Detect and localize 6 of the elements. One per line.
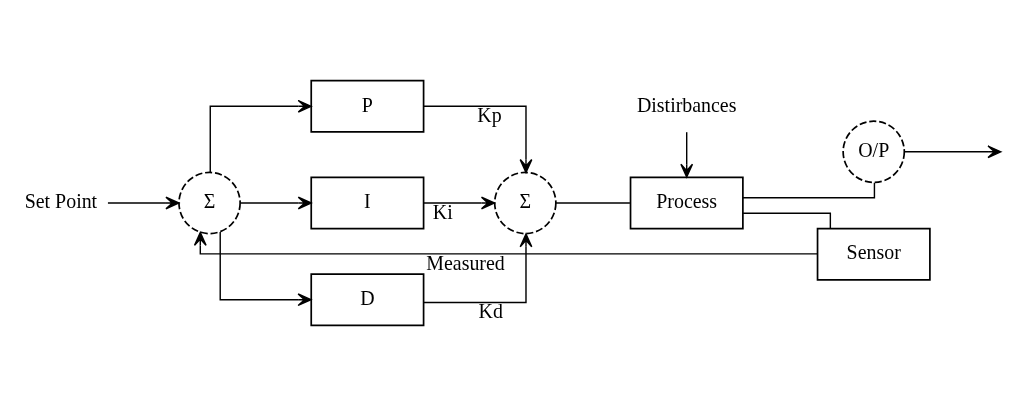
edge-label: Ki: [432, 200, 453, 223]
node-text: Set Point: [24, 190, 98, 213]
edge-label: Measured: [426, 251, 505, 274]
edge-label: Kd: [478, 300, 503, 323]
node-text: Distirbances: [636, 93, 737, 116]
edge-label: Kp: [477, 104, 502, 127]
